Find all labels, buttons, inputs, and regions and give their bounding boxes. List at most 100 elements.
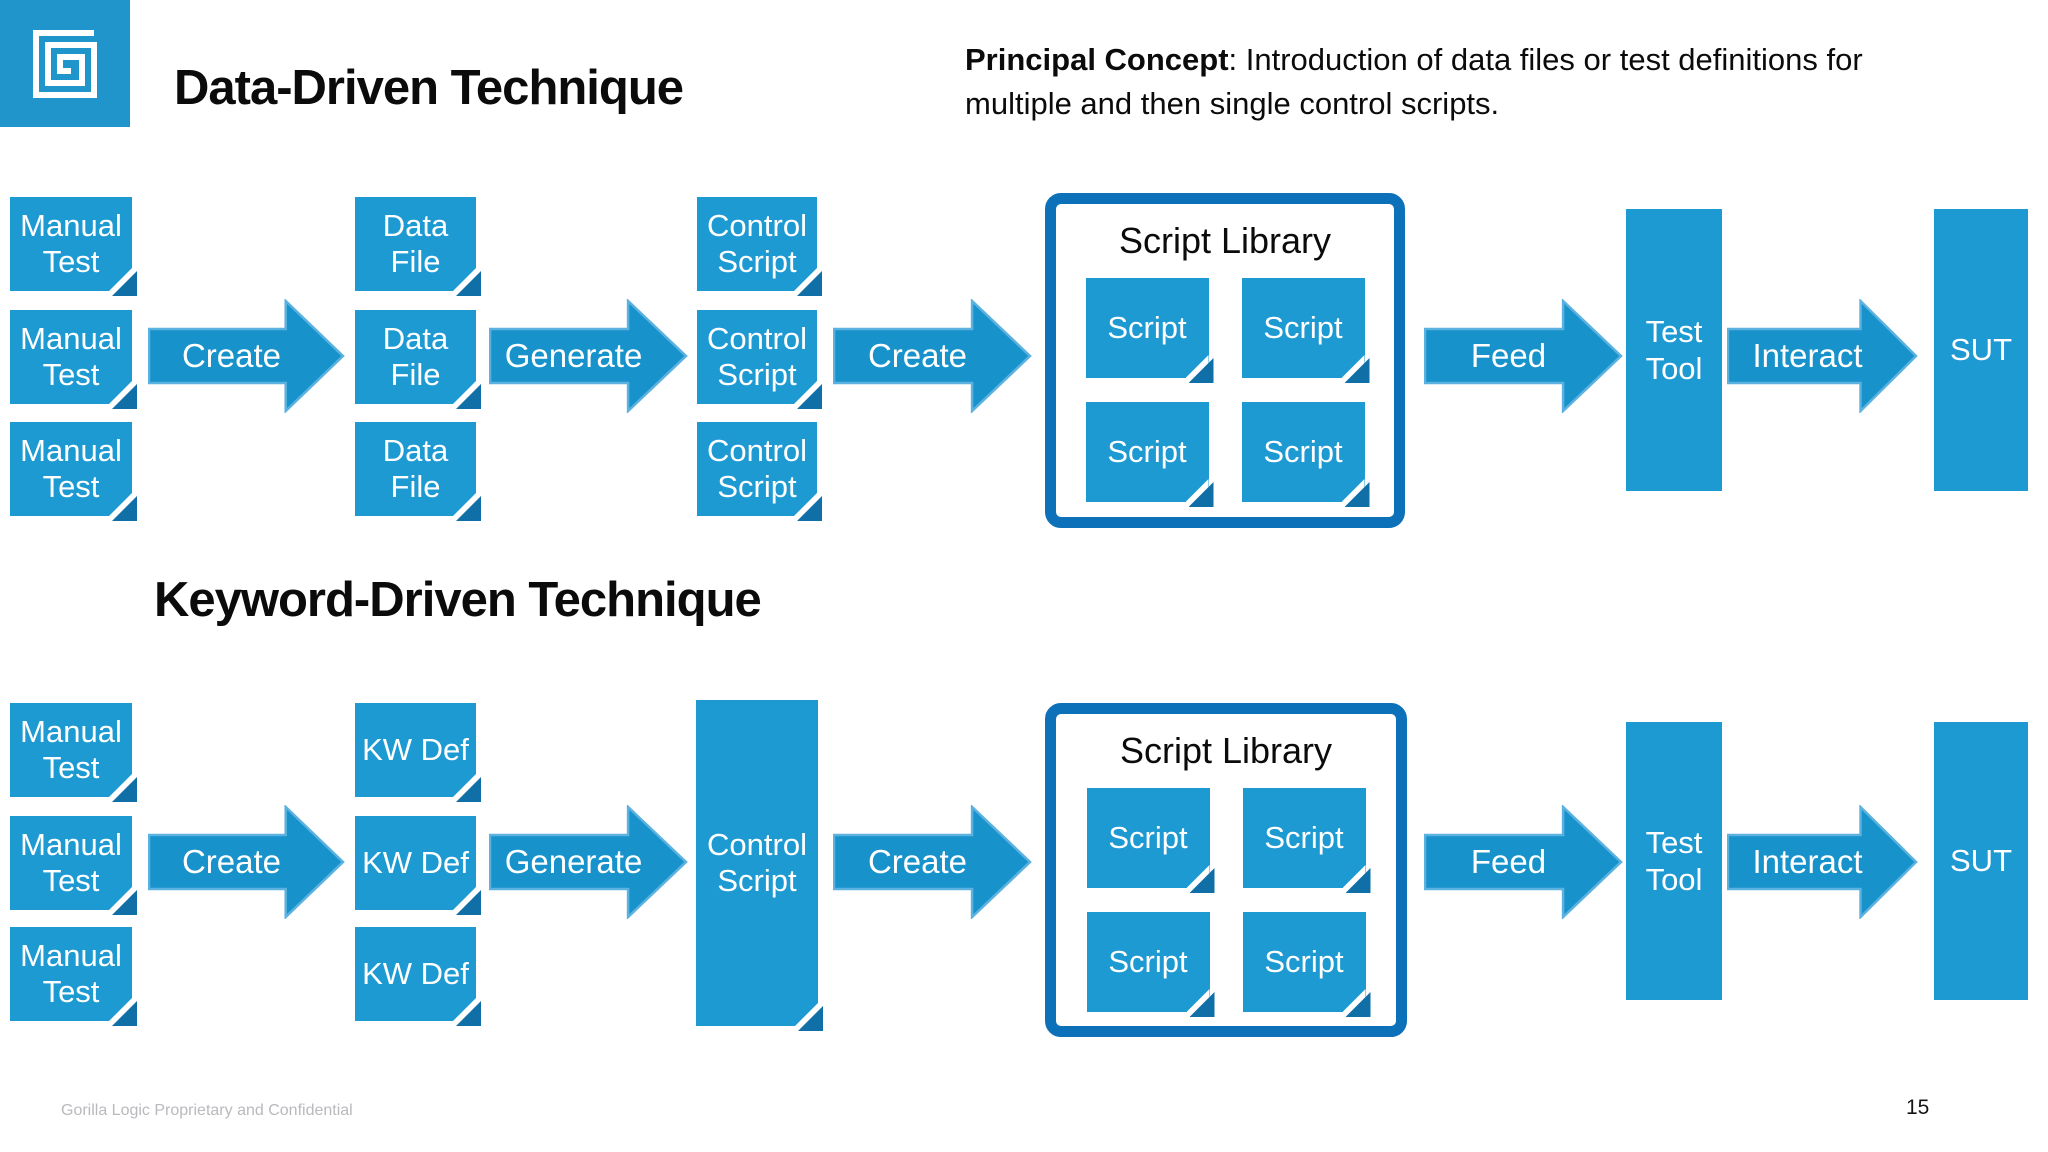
- rect-label: SUT: [1950, 843, 2012, 879]
- create-arrow: Create: [833, 299, 1032, 413]
- note-label: Data File: [382, 321, 449, 392]
- data-file-note: Data File: [355, 310, 476, 404]
- script-note: Script: [1086, 788, 1210, 888]
- script-note: Script: [1241, 278, 1365, 378]
- note-label: Script: [1264, 944, 1344, 980]
- script-library-title: Script Library: [1118, 220, 1332, 261]
- gorilla-logic-logo-icon: [0, 0, 130, 127]
- block-arrow-shape: [489, 299, 688, 413]
- script-note: Script: [1242, 788, 1366, 888]
- manual-test-note: Manual Test: [10, 816, 132, 910]
- block-arrow-shape: [833, 805, 1032, 919]
- kw-def-note: KW Def: [355, 703, 476, 797]
- control-script-note: Control Script: [697, 422, 817, 516]
- test-tool-box: Test Tool: [1626, 209, 1722, 491]
- create-arrow: Create: [148, 805, 345, 919]
- kw-def-note: KW Def: [355, 816, 476, 910]
- control-script-note: Control Script: [697, 310, 817, 404]
- block-arrow-shape: [1727, 299, 1918, 413]
- note-label: Control Script: [707, 433, 807, 504]
- block-arrow-shape: [1424, 299, 1623, 413]
- block-arrow-shape: [148, 805, 345, 919]
- note-label: Script: [1263, 434, 1343, 470]
- script-grid: Script Script Script Script: [1086, 788, 1366, 1012]
- script-note: Script: [1086, 912, 1210, 1012]
- kw-def-note: KW Def: [355, 927, 476, 1021]
- generate-arrow: Generate: [489, 805, 688, 919]
- manual-test-note: Manual Test: [10, 703, 132, 797]
- block-arrow-shape: [1424, 805, 1623, 919]
- test-tool-box: Test Tool: [1626, 722, 1722, 1000]
- arrow-label: Interact: [1752, 843, 1863, 880]
- note-label: Control Script: [707, 208, 807, 279]
- sut-box: SUT: [1934, 722, 2028, 1000]
- note-label: KW Def: [362, 845, 469, 881]
- principal-concept-text: Principal Concept: Introduction of data …: [965, 38, 1900, 126]
- note-label: Control Script: [707, 321, 807, 392]
- arrow-label: Create: [181, 337, 282, 374]
- arrow-label: Interact: [1752, 337, 1863, 374]
- note-label: KW Def: [362, 732, 469, 768]
- arrow-label: Generate: [504, 843, 643, 880]
- data-file-note: Data File: [355, 197, 476, 291]
- manual-test-note: Manual Test: [10, 310, 132, 404]
- note-label: Script: [1264, 820, 1344, 856]
- script-note: Script: [1085, 278, 1209, 378]
- script-note: Script: [1085, 402, 1209, 502]
- feed-arrow: Feed: [1424, 805, 1623, 919]
- note-label: Data File: [382, 208, 449, 279]
- block-arrow-shape: [833, 299, 1032, 413]
- rect-label: Test Tool: [1645, 313, 1703, 386]
- principal-concept-label: Principal Concept: [965, 42, 1229, 77]
- arrow-label: Feed: [1470, 843, 1547, 880]
- script-note: Script: [1242, 912, 1366, 1012]
- arrow-label: Create: [867, 843, 968, 880]
- confidentiality-footer: Gorilla Logic Proprietary and Confidenti…: [61, 1102, 353, 1119]
- note-label: Script: [1107, 310, 1187, 346]
- script-library: Script Library Script Script Script Scri…: [1045, 193, 1405, 528]
- arrow-label: Create: [867, 337, 968, 374]
- logo-spiral-glyph: [33, 29, 97, 98]
- data-file-note: Data File: [355, 422, 476, 516]
- control-script-note: Control Script: [697, 197, 817, 291]
- manual-test-note: Manual Test: [10, 422, 132, 516]
- block-arrow-shape: [1727, 805, 1918, 919]
- create-arrow: Create: [148, 299, 345, 413]
- generate-arrow: Generate: [489, 299, 688, 413]
- note-label: Manual Test: [20, 827, 122, 898]
- keyword-driven-title: Keyword-Driven Technique: [154, 573, 762, 627]
- note-label: Manual Test: [20, 938, 122, 1009]
- note-label: Control Script: [707, 827, 807, 898]
- interact-arrow: Interact: [1727, 299, 1918, 413]
- note-label: Manual Test: [20, 208, 122, 279]
- arrow-label: Create: [181, 843, 282, 880]
- manual-test-note: Manual Test: [10, 927, 132, 1021]
- create-arrow: Create: [833, 805, 1032, 919]
- rect-label: SUT: [1950, 332, 2012, 368]
- script-library: Script Library Script Script Script Scri…: [1045, 703, 1407, 1037]
- arrow-label: Feed: [1470, 337, 1547, 374]
- script-note: Script: [1241, 402, 1365, 502]
- note-label: KW Def: [362, 956, 469, 992]
- data-driven-title: Data-Driven Technique: [174, 61, 684, 115]
- feed-arrow: Feed: [1424, 299, 1623, 413]
- manual-test-note: Manual Test: [10, 197, 132, 291]
- arrow-label: Generate: [504, 337, 643, 374]
- note-label: Manual Test: [20, 433, 122, 504]
- block-arrow-shape: [148, 299, 345, 413]
- note-label: Manual Test: [20, 321, 122, 392]
- rect-label: Test Tool: [1645, 824, 1703, 897]
- script-grid: Script Script Script Script: [1085, 278, 1365, 502]
- note-label: Manual Test: [20, 714, 122, 785]
- script-library-title: Script Library: [1119, 730, 1333, 771]
- note-label: Script: [1108, 820, 1188, 856]
- principal-concept-body: : Introduction of data files or test def…: [965, 42, 1863, 122]
- control-script-tall-note: Control Script: [696, 700, 818, 1026]
- note-label: Script: [1108, 944, 1188, 980]
- page-number: 15: [1906, 1096, 1930, 1119]
- block-arrow-shape: [489, 805, 688, 919]
- note-label: Data File: [382, 433, 449, 504]
- interact-arrow: Interact: [1727, 805, 1918, 919]
- note-label: Script: [1107, 434, 1187, 470]
